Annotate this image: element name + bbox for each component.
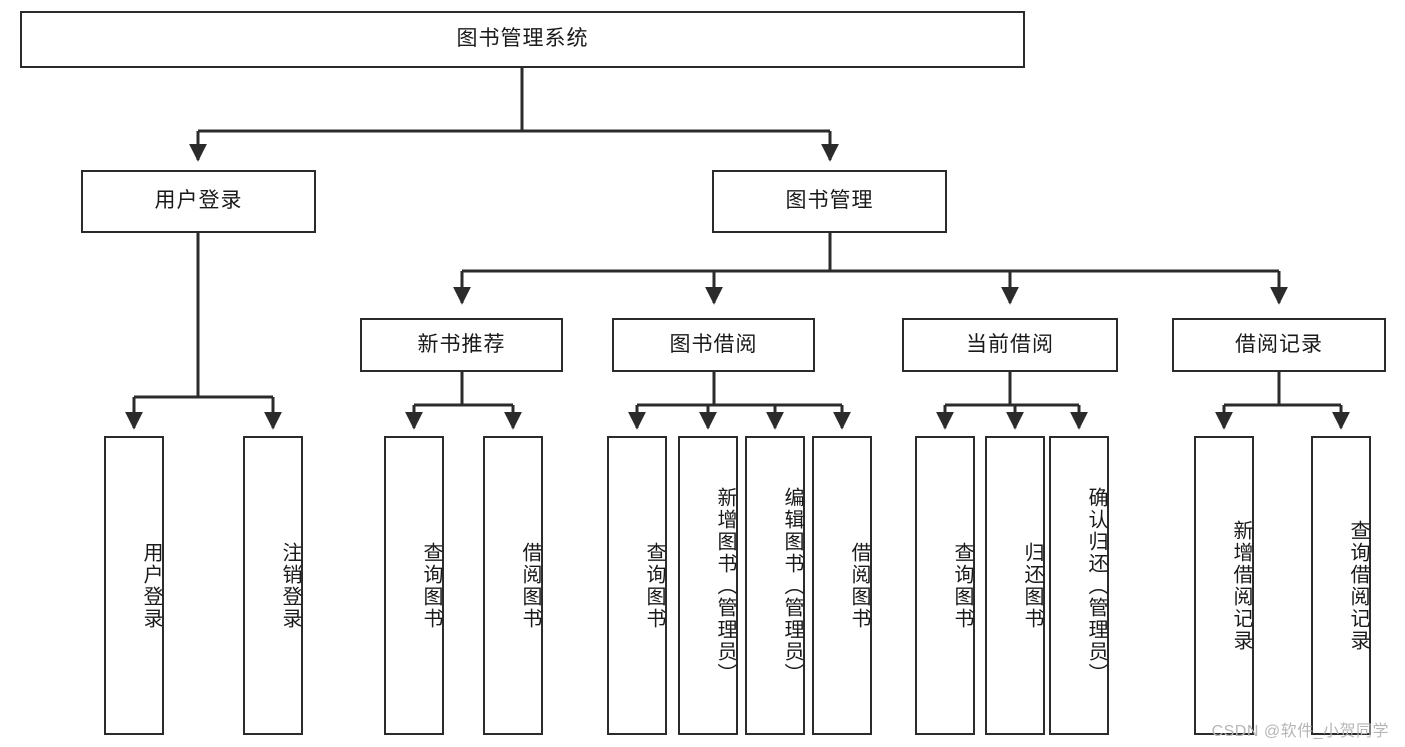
node-leaf-query-borrow-record[interactable]: 查询借阅记录	[1311, 436, 1371, 735]
node-leaf-confirm-return-admin-label: 确认归还（管理员）	[1085, 486, 1107, 685]
node-leaf-recommend-borrow-book[interactable]: 借阅图书	[483, 436, 543, 735]
node-leaf-borrow-query-book[interactable]: 查询图书	[607, 436, 667, 735]
node-leaf-confirm-return-admin[interactable]: 确认归还（管理员）	[1049, 436, 1109, 735]
node-leaf-edit-book-admin[interactable]: 编辑图书（管理员）	[745, 436, 805, 735]
node-leaf-current-query-book[interactable]: 查询图书	[915, 436, 975, 735]
node-leaf-add-book-admin[interactable]: 新增图书（管理员）	[678, 436, 738, 735]
node-book-management-label: 图书管理	[785, 189, 874, 213]
node-new-book-recommend-label: 新书推荐	[417, 332, 506, 356]
node-book-management[interactable]: 图书管理	[712, 170, 947, 233]
node-current-borrow[interactable]: 当前借阅	[902, 318, 1118, 372]
node-leaf-add-borrow-record[interactable]: 新增借阅记录	[1194, 436, 1254, 735]
node-borrow-record-label: 借阅记录	[1235, 332, 1323, 356]
node-root-label: 图书管理系统	[456, 27, 589, 51]
node-user-login-label: 用户登录	[154, 189, 243, 213]
node-leaf-add-borrow-record-label: 新增借阅记录	[1230, 519, 1252, 652]
node-leaf-edit-book-admin-label: 编辑图书（管理员）	[781, 486, 803, 685]
node-leaf-logout-label: 注销登录	[279, 541, 301, 630]
node-leaf-borrow-book-label: 借阅图书	[848, 541, 870, 630]
node-leaf-borrow-query-book-label: 查询图书	[643, 541, 665, 630]
node-leaf-current-query-book-label: 查询图书	[951, 541, 973, 630]
node-leaf-user-login-label: 用户登录	[140, 541, 162, 630]
node-root[interactable]: 图书管理系统	[20, 11, 1025, 68]
node-leaf-recommend-query-book[interactable]: 查询图书	[384, 436, 444, 735]
node-leaf-user-login[interactable]: 用户登录	[104, 436, 164, 735]
node-leaf-recommend-query-book-label: 查询图书	[420, 541, 442, 630]
node-leaf-query-borrow-record-label: 查询借阅记录	[1347, 519, 1369, 652]
node-leaf-logout[interactable]: 注销登录	[243, 436, 303, 735]
node-leaf-return-book[interactable]: 归还图书	[985, 436, 1045, 735]
node-borrow-record[interactable]: 借阅记录	[1172, 318, 1386, 372]
node-current-borrow-label: 当前借阅	[966, 332, 1054, 356]
node-leaf-borrow-book[interactable]: 借阅图书	[812, 436, 872, 735]
node-user-login[interactable]: 用户登录	[81, 170, 316, 233]
node-leaf-add-book-admin-label: 新增图书（管理员）	[714, 486, 736, 685]
node-leaf-return-book-label: 归还图书	[1021, 541, 1043, 630]
node-leaf-recommend-borrow-book-label: 借阅图书	[519, 541, 541, 630]
node-new-book-recommend[interactable]: 新书推荐	[360, 318, 563, 372]
node-book-borrow[interactable]: 图书借阅	[612, 318, 815, 372]
watermark-text: CSDN @软件_小贺同学	[1211, 723, 1389, 740]
node-book-borrow-label: 图书借阅	[669, 332, 758, 356]
